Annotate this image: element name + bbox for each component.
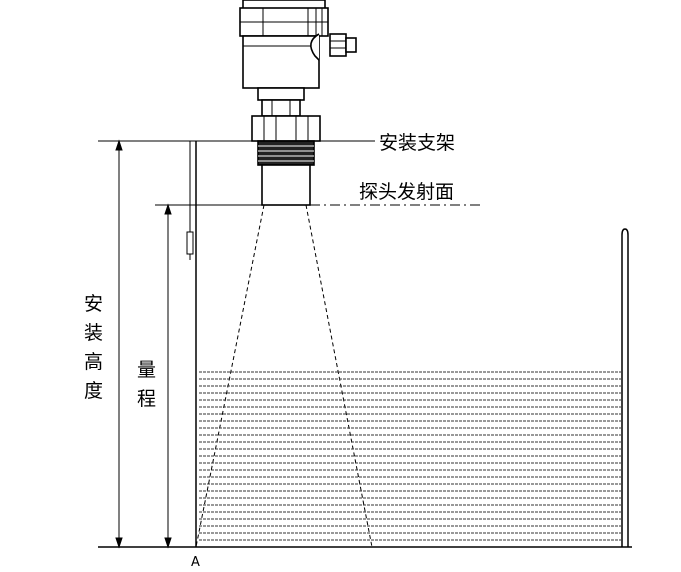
label-range-1: 量 (137, 359, 156, 381)
sensor-housing (239, 0, 357, 206)
beam-cone (195, 204, 373, 548)
label-install-height-1: 安 (84, 293, 103, 315)
liquid-fill (199, 371, 621, 541)
tank (98, 141, 632, 548)
label-emit-face: 探头发射面 (359, 181, 454, 203)
dimension-range (164, 203, 172, 549)
label-range-2: 程 (137, 388, 156, 410)
dimension-install-height (115, 139, 123, 549)
label-install-height-3: 高 (84, 351, 103, 373)
label-bracket: 安装支架 (379, 132, 455, 154)
label-point-a: A (191, 555, 200, 570)
label-install-height-2: 装 (84, 322, 103, 344)
tank-right-wall (621, 228, 629, 547)
reference-lines (98, 140, 480, 206)
label-install-height-4: 度 (84, 380, 103, 402)
